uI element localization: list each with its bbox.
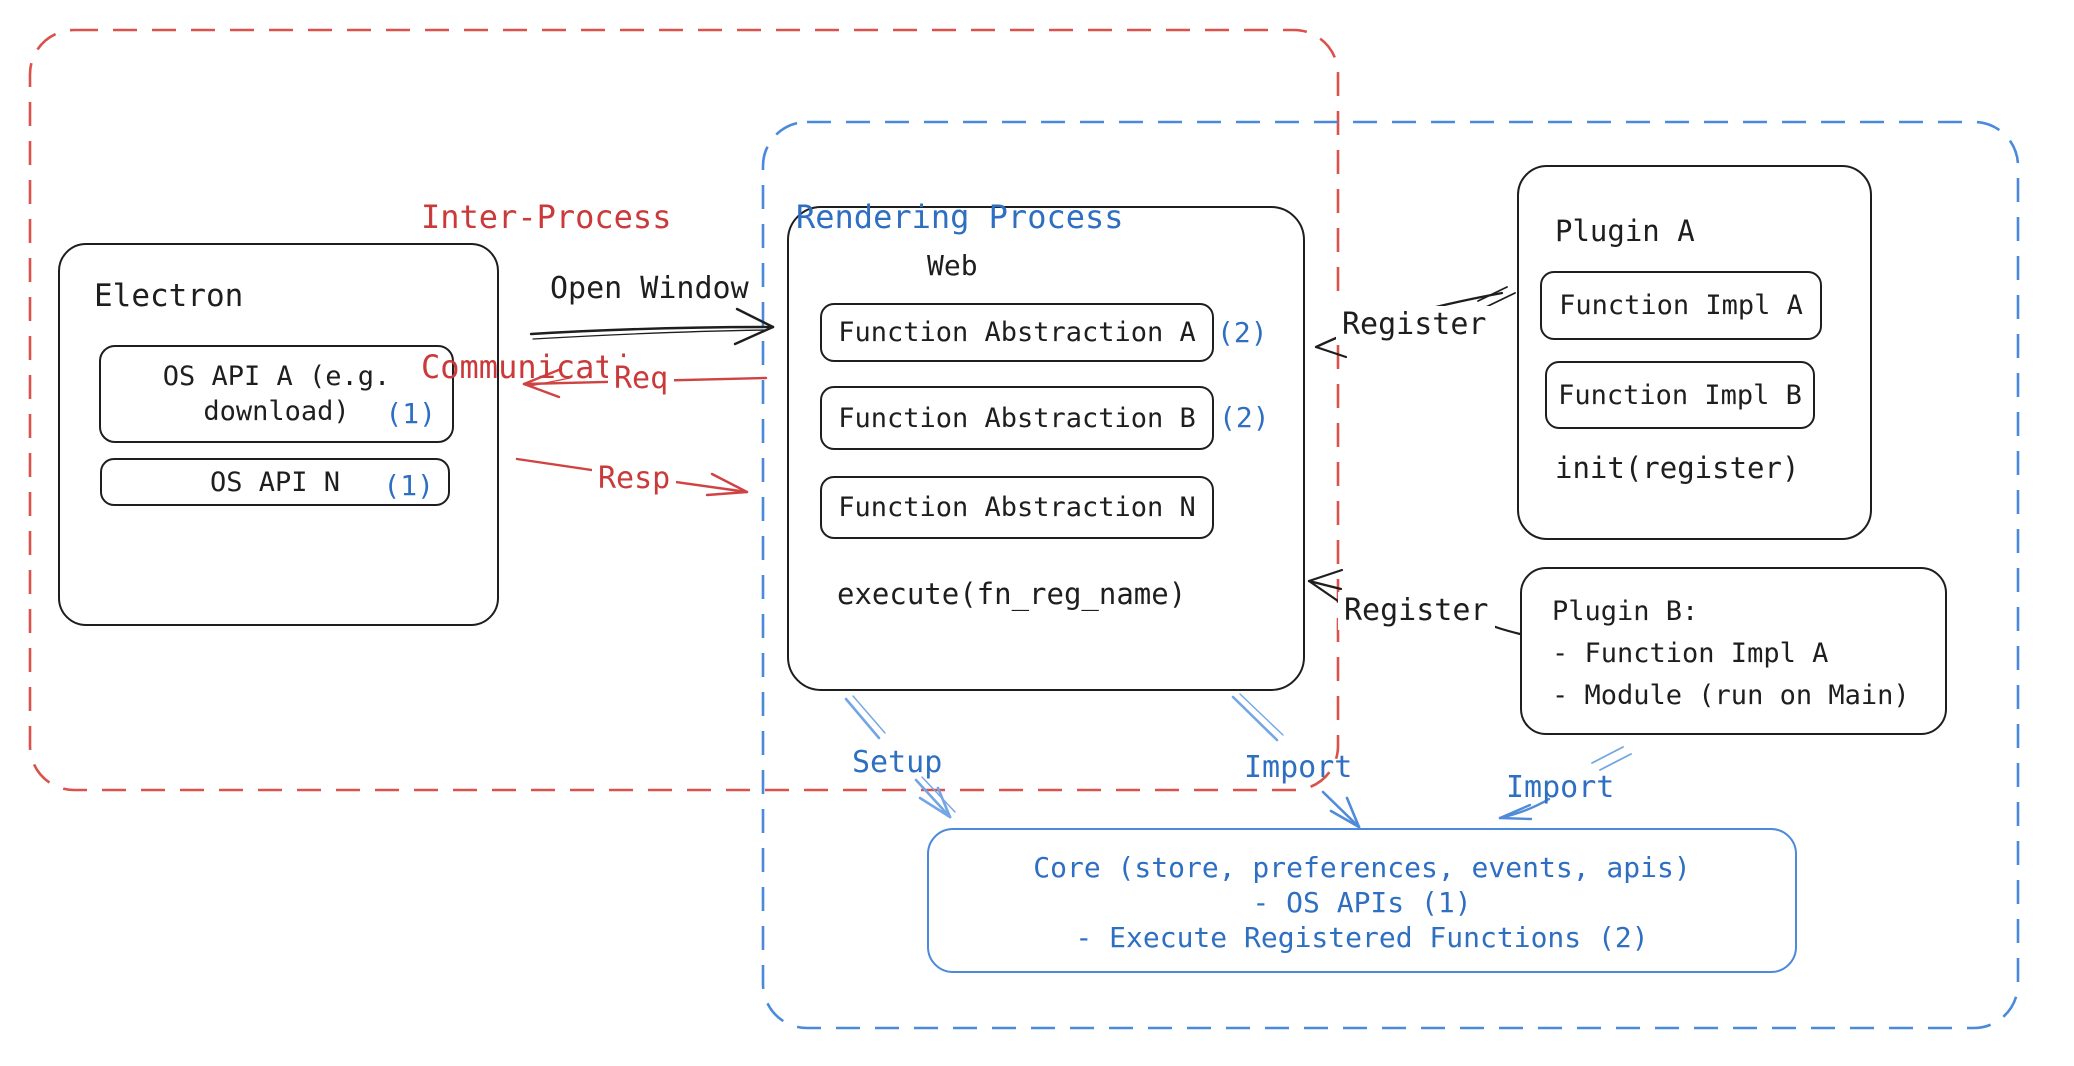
web-title: Web (927, 249, 978, 282)
function-impl-a-node: Function Impl A (1540, 271, 1822, 340)
electron-title: Electron (94, 278, 244, 314)
resp-label: Resp (592, 460, 677, 498)
os-api-a-line2: download) (203, 396, 350, 427)
web-execute-label: execute(fn_reg_name) (837, 577, 1187, 611)
os-api-n-label: OS API N (209, 466, 341, 498)
plugin-b-item-1: - Function Impl A (1552, 638, 1829, 669)
core-line1: Core (store, preferences, events, apis) (1033, 851, 1691, 884)
core-line3: - Execute Registered Functions (2) (1075, 921, 1649, 954)
rendering-region-label: Rendering Process (796, 198, 1124, 236)
function-impl-b-label: Function Impl B (1558, 379, 1802, 411)
os-api-n-node: OS API N (1) (100, 458, 450, 506)
function-impl-b-node: Function Impl B (1545, 361, 1815, 429)
plugin-a-title: Plugin A (1555, 214, 1695, 248)
plugin-a-node: Plugin A Function Impl A Function Impl B… (1517, 165, 1872, 540)
setup-label: Setup (852, 745, 943, 780)
plugin-b-item-2: - Module (run on Main) (1552, 680, 1910, 711)
function-abstraction-n-label: Function Abstraction N (838, 492, 1196, 523)
core-line2: - OS APIs (1) (1252, 886, 1472, 919)
function-abstraction-a-label: Function Abstraction A (838, 317, 1196, 348)
function-abstraction-b-label: Function Abstraction B (838, 402, 1196, 434)
register-b-label: Register (1338, 592, 1495, 630)
function-impl-a-label: Function Impl A (1559, 290, 1803, 321)
function-abstraction-b-badge: (2) (1219, 401, 1270, 434)
function-abstraction-a-node: Function Abstraction A (820, 303, 1214, 362)
web-node: Web Function Abstraction A (2) Function … (787, 206, 1305, 691)
plugin-a-init-label: init(register) (1555, 451, 1800, 485)
ipc-label-line1: Inter-Process (421, 198, 672, 236)
register-a-label: Register (1336, 306, 1493, 344)
import-right-label: Import (1506, 770, 1615, 805)
open-window-label: Open Window (550, 271, 749, 306)
plugin-b-node: Plugin B: - Function Impl A - Module (ru… (1520, 567, 1947, 735)
function-abstraction-b-node: Function Abstraction B (820, 386, 1214, 450)
import-mid-label: Import (1244, 750, 1353, 785)
core-node: Core (store, preferences, events, apis) … (927, 828, 1797, 973)
plugin-b-title: Plugin B: (1552, 596, 1699, 627)
os-api-a-node: OS API A (e.g. download) (1) (99, 345, 454, 443)
function-abstraction-a-badge: (2) (1217, 316, 1268, 349)
function-abstraction-n-node: Function Abstraction N (820, 476, 1214, 539)
req-label: Req (608, 360, 675, 398)
os-api-a-line1: OS API A (e.g. (162, 361, 391, 392)
